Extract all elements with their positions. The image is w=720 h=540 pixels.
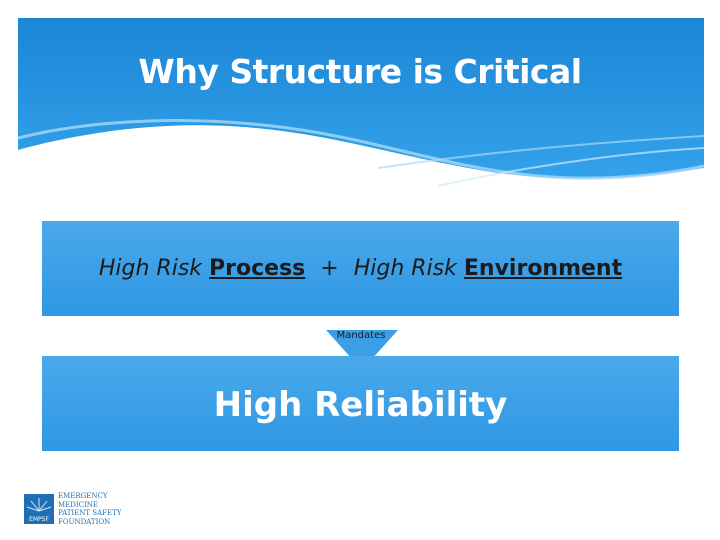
logo-line: PATIENT SAFETY [58, 509, 122, 517]
down-arrow-icon [326, 330, 398, 370]
risk-process: Process [209, 256, 306, 281]
risk-prefix-1: High Risk [98, 256, 203, 281]
slide-title: Why Structure is Critical [138, 52, 582, 91]
logo-abbr: EMPSF [29, 516, 49, 523]
risk-environment: Environment [463, 256, 623, 281]
title-banner-background [18, 18, 704, 188]
reliability-text: High Reliability [213, 385, 508, 425]
risk-prefix-2: High Risk [353, 256, 457, 281]
risk-statement: High Risk Process + High Risk Environmen… [42, 256, 679, 281]
empsf-logo-icon: EMPSF [24, 494, 54, 524]
logo-line: EMERGENCY [58, 492, 108, 500]
reliability-box: High Reliability [42, 356, 679, 451]
plus-sign: + [320, 256, 339, 281]
logo-line: FOUNDATION [58, 517, 111, 526]
logo-wordmark: EMERGENCY MEDICINE PATIENT SAFETY FOUNDA… [58, 492, 121, 526]
risk-box: High Risk Process + High Risk Environmen… [42, 221, 679, 316]
logo-line: MEDICINE [58, 500, 99, 509]
title-banner [18, 18, 704, 188]
connector-label: Mandates [336, 330, 386, 341]
